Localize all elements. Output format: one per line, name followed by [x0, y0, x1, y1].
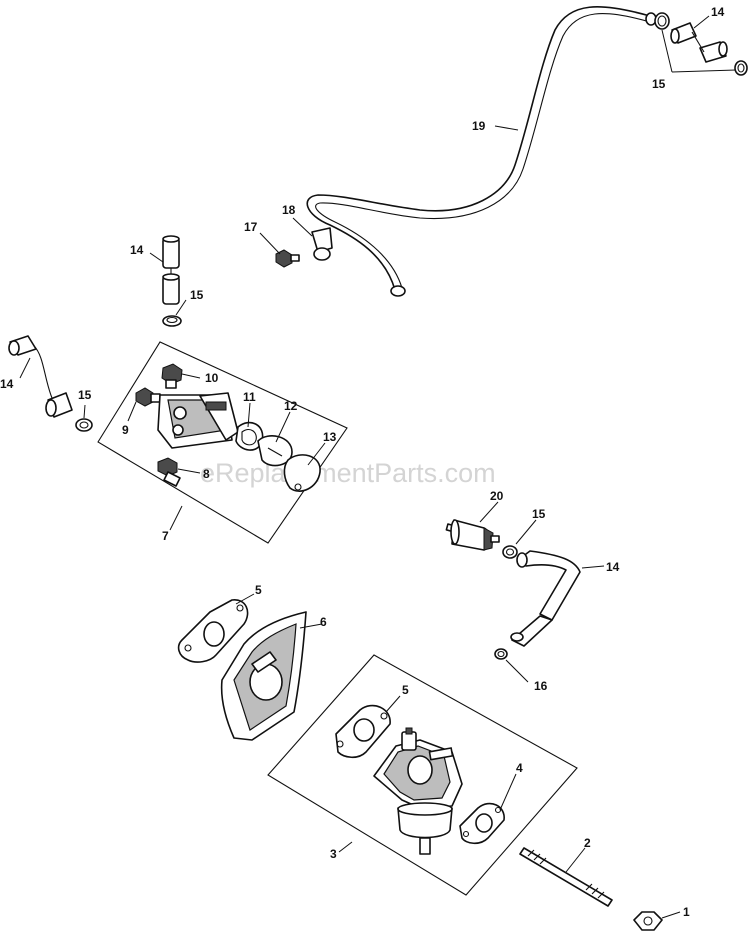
callout-15: 15: [190, 288, 204, 302]
part-14-hose-right[interactable]: [510, 550, 581, 647]
callout-5: 5: [402, 683, 409, 697]
callout-20: 20: [490, 489, 504, 503]
callout-17: 17: [244, 220, 258, 234]
part-4-gasket[interactable]: [459, 802, 505, 845]
part-3-carburetor-kit[interactable]: [267, 654, 578, 896]
part-10-fitting[interactable]: [161, 363, 183, 389]
part-19-fuel-line[interactable]: [306, 6, 657, 297]
part-6-heat-shield[interactable]: [220, 611, 307, 741]
part-5-gasket-lower[interactable]: [335, 704, 391, 759]
part-20-fuel-filter[interactable]: [445, 519, 500, 551]
part-8-fitting[interactable]: [157, 457, 181, 487]
callout-13: 13: [323, 430, 337, 444]
callout-14: 14: [0, 377, 14, 391]
callout-8: 8: [203, 467, 210, 481]
part-15-clamp-left[interactable]: [75, 418, 93, 432]
callout-9: 9: [122, 423, 129, 437]
part-18-clip[interactable]: [311, 227, 333, 261]
part-15-clamp-upper[interactable]: [162, 315, 182, 327]
callout-7: 7: [162, 529, 169, 543]
callout-2: 2: [584, 836, 591, 850]
callout-11: 11: [243, 390, 256, 404]
callout-5: 5: [255, 583, 262, 597]
part-17-bolt[interactable]: [275, 249, 300, 268]
leader-lines: [19, 15, 737, 919]
callout-15: 15: [78, 388, 92, 402]
part-1-nut[interactable]: [633, 911, 663, 931]
part-2-stud[interactable]: [519, 847, 613, 907]
part-9-fitting[interactable]: [135, 387, 161, 407]
watermark: eReplacementParts.com: [200, 458, 496, 488]
callout-15: 15: [532, 507, 546, 521]
part-15-clamp-right[interactable]: [502, 545, 518, 559]
part-12-diaphragm[interactable]: [257, 435, 293, 467]
callout-3: 3: [330, 847, 337, 861]
callout-15: 15: [652, 77, 666, 91]
part-14-hose-upper[interactable]: [162, 235, 180, 305]
callout-10: 10: [205, 371, 219, 385]
part-5-gasket-upper[interactable]: [177, 599, 249, 663]
callout-4: 4: [516, 761, 523, 775]
carburetor-body[interactable]: [373, 727, 463, 855]
part-7-fuel-pump-kit[interactable]: [97, 341, 348, 544]
part-15-clamp-top-a[interactable]: [654, 12, 670, 30]
callouts: 14 15 19 18 17 14 15 14 15 10 9 11 12 13…: [0, 5, 725, 919]
part-14-hose-top-right[interactable]: [670, 22, 728, 63]
part-16-clamp-small[interactable]: [494, 648, 508, 660]
part-14-hose-left[interactable]: [8, 335, 73, 418]
callout-14: 14: [130, 243, 144, 257]
callout-1: 1: [683, 905, 690, 919]
callout-6: 6: [320, 615, 327, 629]
part-13-cover[interactable]: [283, 454, 321, 492]
callout-14: 14: [711, 5, 725, 19]
callout-16: 16: [534, 679, 548, 693]
callout-12: 12: [284, 399, 298, 413]
callout-19: 19: [472, 119, 486, 133]
callout-18: 18: [282, 203, 296, 217]
part-15-clamp-top-b[interactable]: [734, 60, 748, 76]
fuel-pump-body[interactable]: [157, 392, 239, 449]
callout-14: 14: [606, 560, 620, 574]
